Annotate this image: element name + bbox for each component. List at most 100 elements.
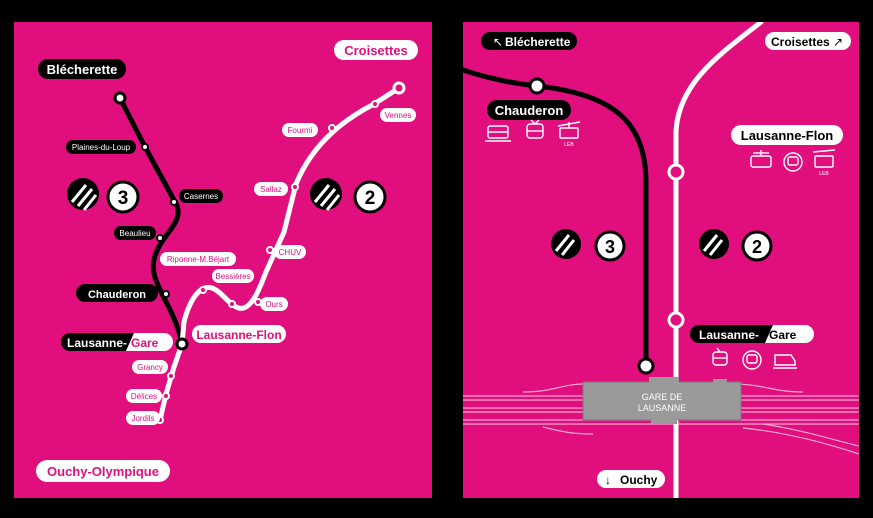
svg-text:LAUSANNE: LAUSANNE	[638, 403, 687, 413]
gare-connections	[712, 347, 797, 370]
line-3-route	[463, 67, 649, 369]
svg-text:Fourmi: Fourmi	[288, 126, 313, 135]
station-dot-gare	[175, 337, 189, 351]
station-label-chuv: CHUV	[274, 245, 306, 259]
metro-icon	[783, 152, 803, 172]
svg-text:Gare: Gare	[769, 328, 797, 342]
svg-text:Lausanne-Flon: Lausanne-Flon	[741, 128, 834, 143]
svg-text:Gare: Gare	[131, 336, 159, 350]
station-label-beaulieu: Beaulieu	[114, 226, 156, 240]
station-dot-casernes	[170, 198, 178, 206]
line-3-route	[117, 95, 185, 347]
station-dot-gare-m2	[667, 311, 685, 329]
direction-ouchy: ↓ Ouchy	[597, 470, 665, 488]
station-dot-flon	[667, 163, 685, 181]
terminus-ouchy: Ouchy-Olympique	[36, 460, 170, 482]
svg-text:Lausanne-: Lausanne-	[699, 328, 759, 342]
station-label-riponne: Riponne-M.Béjart	[160, 252, 236, 266]
station-dot-blecherette	[113, 91, 127, 105]
station-dot-chauderon	[528, 77, 546, 95]
station-dot-chauderon	[162, 290, 170, 298]
arrow-up-left-icon: ↖	[493, 35, 503, 49]
line-3-badge: 3	[551, 229, 626, 262]
svg-text:Lausanne-: Lausanne-	[67, 336, 127, 350]
station-label-vennes: Vennes	[380, 108, 416, 122]
arrow-up-right-icon: ↗	[833, 35, 843, 49]
svg-text:Grancy: Grancy	[137, 363, 163, 372]
station-dot-fourmi	[328, 124, 336, 132]
station-dot-croisettes	[392, 81, 406, 95]
station-label-sallaz: Sallaz	[254, 182, 288, 196]
line-2-route	[157, 85, 402, 423]
station-label-fourmi: Fourmi	[282, 123, 318, 137]
bus-icon	[712, 347, 728, 366]
svg-text:Jordils: Jordils	[131, 414, 154, 423]
line-2-badge: 2	[310, 178, 387, 214]
svg-text:Délices: Délices	[131, 392, 157, 401]
svg-text:Chauderon: Chauderon	[88, 289, 146, 301]
station-label-chauderon: Chauderon	[487, 100, 571, 120]
station-dot-sallaz	[291, 183, 299, 191]
svg-text:3: 3	[605, 237, 615, 257]
station-label-casernes: Casernes	[179, 189, 223, 203]
bus-icon	[526, 119, 544, 139]
funicular-icon	[750, 150, 772, 168]
terminus-blecherette: Blécherette	[38, 59, 126, 79]
svg-text:Vennes: Vennes	[385, 111, 412, 120]
svg-text:Casernes: Casernes	[184, 192, 218, 201]
svg-text:CHUV: CHUV	[279, 248, 302, 257]
svg-text:Croisettes: Croisettes	[771, 35, 830, 49]
direction-blecherette: ↖ Blécherette	[481, 32, 577, 50]
funicular-icon	[812, 149, 836, 168]
station-dot-delices	[162, 392, 170, 400]
station-dot-gare-m3	[637, 357, 655, 375]
station-dot-beaulieu	[156, 234, 164, 242]
svg-text:Bessières: Bessières	[215, 272, 250, 281]
train-icon	[485, 125, 511, 142]
chauderon-connections	[485, 119, 581, 142]
interchange-gare: Lausanne- Gare	[61, 333, 173, 351]
svg-text:Ouchy: Ouchy	[620, 473, 658, 487]
svg-text:3: 3	[118, 188, 129, 209]
svg-text:Ours: Ours	[265, 300, 282, 309]
station-label-chauderon: Chauderon	[76, 284, 158, 302]
station-dot-plaines	[141, 143, 149, 151]
station-dot-riponne	[199, 286, 207, 294]
svg-text:Beaulieu: Beaulieu	[119, 229, 150, 238]
svg-text:Blécherette: Blécherette	[47, 62, 118, 77]
svg-text:Chauderon: Chauderon	[495, 103, 564, 118]
station-label-ours: Ours	[260, 297, 288, 311]
svg-text:Riponne-M.Béjart: Riponne-M.Béjart	[167, 255, 230, 264]
svg-text:2: 2	[752, 237, 762, 257]
svg-text:LEB: LEB	[564, 142, 574, 148]
metro-icon	[742, 350, 762, 370]
station-label-plaines: Plaines-du-Loup	[66, 140, 136, 154]
station-dot-grancy	[167, 372, 175, 380]
svg-text:Ouchy-Olympique: Ouchy-Olympique	[47, 464, 159, 479]
station-dot-bessieres	[228, 300, 236, 308]
train-icon	[773, 354, 797, 369]
funicular-icon	[557, 121, 581, 139]
line-2-route	[673, 22, 764, 498]
svg-text:Plaines-du-Loup: Plaines-du-Loup	[72, 143, 131, 152]
station-label-bessieres: Bessières	[212, 269, 254, 283]
terminus-croisettes: Croisettes	[334, 40, 418, 60]
flon-connections	[750, 149, 836, 172]
arrow-down-icon: ↓	[605, 473, 611, 487]
svg-text:Croisettes: Croisettes	[344, 43, 408, 58]
station-dot-vennes	[371, 100, 379, 108]
interchange-flon: Lausanne-Flon	[192, 325, 286, 343]
station-label-delices: Délices	[126, 389, 162, 403]
network-map-panel: Blécherette Croisettes Ouchy-Olympique P…	[14, 22, 432, 498]
station-label-jordils: Jordils	[126, 411, 160, 425]
station-building: GARE DE LAUSANNE	[582, 377, 742, 424]
station-label-gare: Lausanne- Gare	[690, 325, 814, 343]
line-2-badge: 2	[699, 229, 773, 262]
line-3-badge: 3	[67, 178, 140, 214]
station-dot-chuv	[266, 246, 274, 254]
station-label-grancy: Grancy	[132, 360, 168, 374]
svg-text:2: 2	[365, 188, 376, 209]
svg-text:GARE DE: GARE DE	[642, 392, 683, 402]
direction-croisettes: Croisettes ↗	[765, 32, 851, 50]
station-label-flon: Lausanne-Flon	[731, 125, 843, 145]
